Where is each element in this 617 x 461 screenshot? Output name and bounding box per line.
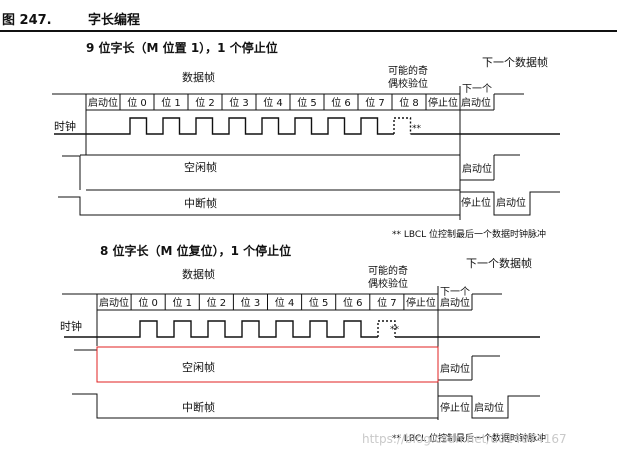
next-start-line2: 启动位 xyxy=(440,296,470,309)
clock-wave xyxy=(64,320,378,338)
bit-cell-label: 位 7 xyxy=(365,96,385,109)
clock-last-pulse xyxy=(377,320,396,337)
parity-label-line2: 偶校验位 xyxy=(368,277,408,290)
bit-cell-label: 启动位 xyxy=(99,296,129,309)
bit-cell-label: 启动位 xyxy=(88,96,118,109)
clock-last-pulse xyxy=(393,117,412,134)
section-9bit-heading: 9 位字长（M 位置 1），1 个停止位 xyxy=(86,40,278,55)
figure-title: 字长编程 xyxy=(88,12,140,28)
section-8bit-heading: 8 位字长（M 位复位），1 个停止位 xyxy=(100,243,291,258)
bit-cells-8: 启动位位 0 位 1 位 2 位 3 位 4 位 5 位 6 位 7 停止位 xyxy=(96,293,439,310)
bit-cell-label: 位 3 xyxy=(241,296,261,309)
idle-frame-label: 空闲帧 xyxy=(184,160,217,174)
break-low xyxy=(58,196,460,216)
bit-cell-label: 位 7 xyxy=(377,296,397,309)
next-start-line1: 下一个 xyxy=(462,83,492,95)
data-frame-label: 数据帧 xyxy=(182,267,215,281)
bit-cell-label: 位 4 xyxy=(263,96,283,109)
lbcl-stars: ** xyxy=(412,124,422,134)
idle-start-label: 启动位 xyxy=(462,162,492,175)
parity-label-line2: 偶校验位 xyxy=(388,77,428,90)
break-frame-label: 中断帧 xyxy=(182,400,215,414)
section-8bit: 8 位字长（M 位复位），1 个停止位 数据帧 可能的奇 偶校验位 下一个数据帧… xyxy=(60,243,546,444)
lbcl-stars: ** xyxy=(390,325,400,335)
bit-cell-label: 位 5 xyxy=(297,96,317,109)
next-start-tail xyxy=(438,293,502,311)
bit-cell-label: 停止位 xyxy=(428,96,458,109)
bit-cell-label: 位 6 xyxy=(343,296,363,309)
bit-cell-label: 位 3 xyxy=(229,96,249,109)
next-start-line2: 启动位 xyxy=(461,96,491,109)
idle-left-edge xyxy=(62,155,81,190)
break-frame-label: 中断帧 xyxy=(184,196,217,210)
idle-left-edge xyxy=(74,349,98,382)
bit-cell-label: 位 4 xyxy=(275,296,295,309)
clock-pulses-9 xyxy=(54,117,560,135)
bit-cell-label: 位 8 xyxy=(399,96,419,109)
section-9bit: 9 位字长（M 位置 1），1 个停止位 数据帧 可能的奇 偶校验位 下一个数据… xyxy=(52,40,560,240)
next-start-line1: 下一个 xyxy=(440,286,470,298)
bit-cell-label: 位 0 xyxy=(127,96,147,109)
break-low xyxy=(72,393,438,419)
break-stop-start xyxy=(438,395,540,419)
bit-cells-9: 启动位位 0 位 1 位 2 位 3 位 4 位 5 位 6 位 7 位 8 停止位 xyxy=(85,93,461,110)
clock-label: 时钟 xyxy=(54,119,76,133)
break-stop-label: 停止位 xyxy=(440,401,470,414)
bit-cell-label: 位 2 xyxy=(207,296,227,309)
data-idle-high xyxy=(52,93,87,110)
next-frame-label: 下一个数据帧 xyxy=(482,55,548,69)
parity-label-line1: 可能的奇 xyxy=(388,64,428,77)
break-start-label: 启动位 xyxy=(496,196,526,209)
bit-cell-label: 位 2 xyxy=(195,96,215,109)
lbcl-note: ** LBCL 位控制最后一个数据时钟脉冲 xyxy=(392,432,546,444)
idle-frame-label: 空闲帧 xyxy=(182,360,215,374)
idle-frame-highlight xyxy=(96,346,439,383)
idle-start-tail xyxy=(460,154,520,181)
data-idle-high xyxy=(62,293,98,310)
lbcl-note: ** LBCL 位控制最后一个数据时钟脉冲 xyxy=(392,228,546,240)
figure-number: 图 247. xyxy=(2,13,52,28)
bit-cell-label: 位 5 xyxy=(309,296,329,309)
bit-cell-label: 位 1 xyxy=(161,96,181,109)
data-frame-label: 数据帧 xyxy=(182,70,215,84)
clock-label: 时钟 xyxy=(60,319,82,333)
idle-start-label: 启动位 xyxy=(440,362,470,375)
parity-label-line1: 可能的奇 xyxy=(368,264,408,277)
next-start-tail xyxy=(460,93,524,111)
clock-wave xyxy=(54,117,394,135)
break-start-label: 启动位 xyxy=(474,401,504,414)
bit-cell-label: 停止位 xyxy=(406,296,436,309)
break-stop-label: 停止位 xyxy=(461,196,491,209)
bit-cell-label: 位 1 xyxy=(172,296,192,309)
clock-pulses-8 xyxy=(64,320,540,338)
next-frame-label: 下一个数据帧 xyxy=(466,256,532,270)
bit-cell-label: 位 0 xyxy=(138,296,158,309)
watermark: https://blog.csdn.net/u014674167 xyxy=(362,432,567,446)
break-stop-start xyxy=(460,191,560,216)
bit-cell-label: 位 6 xyxy=(331,96,351,109)
